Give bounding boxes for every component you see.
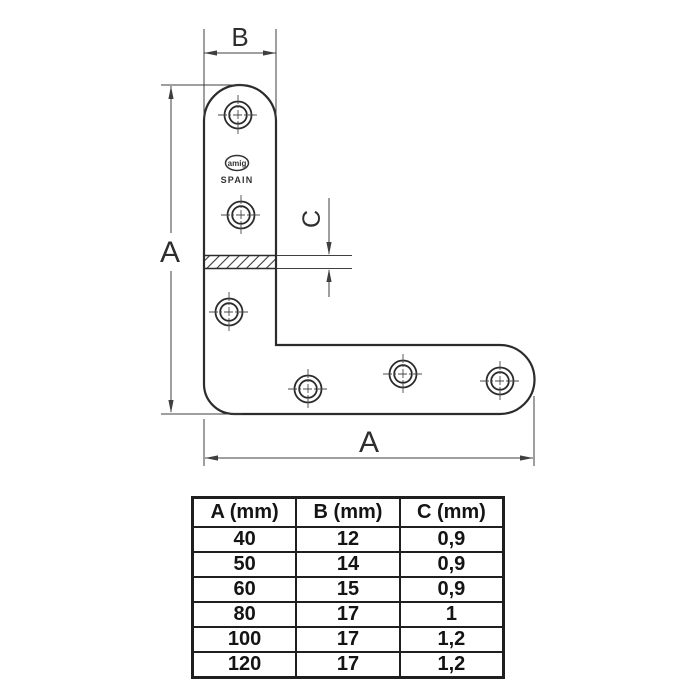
logo-brand-text: amig — [228, 159, 247, 168]
dimension-b — [203, 29, 277, 119]
table-header-row: A (mm) B (mm) C (mm) — [191, 496, 505, 528]
screw-hole — [383, 354, 423, 394]
cell-c: 0,9 — [398, 576, 505, 603]
cell-b: 12 — [295, 526, 401, 553]
cell-c: 0,9 — [398, 526, 505, 553]
dimensions-table: A (mm) B (mm) C (mm) 40 12 0,9 50 14 0,9… — [191, 496, 505, 679]
cell-b: 15 — [295, 576, 401, 603]
dim-label-a-horizontal: A — [359, 426, 379, 459]
table-row: 40 12 0,9 — [191, 526, 505, 553]
table-row: 60 15 0,9 — [191, 576, 505, 603]
cell-c: 1,2 — [398, 626, 505, 653]
screw-hole — [209, 292, 249, 332]
table-row: 120 17 1,2 — [191, 651, 505, 679]
dimension-c — [277, 198, 352, 297]
table-row: 100 17 1,2 — [191, 626, 505, 653]
table-header-a: A (mm) — [191, 496, 298, 528]
cell-a: 100 — [191, 626, 298, 653]
cell-b: 17 — [295, 626, 401, 653]
cell-b: 17 — [295, 651, 401, 679]
dim-label-c: C — [298, 210, 326, 228]
cell-c: 1,2 — [398, 651, 505, 679]
logo-country-text: SPAIN — [221, 175, 254, 185]
table-row: 50 14 0,9 — [191, 551, 505, 578]
cell-a: 80 — [191, 601, 298, 628]
screw-hole — [480, 361, 520, 401]
dim-label-a-vertical: A — [160, 236, 180, 269]
table-header-b: B (mm) — [295, 496, 401, 528]
screw-hole — [221, 195, 261, 235]
cell-a: 40 — [191, 526, 298, 553]
dimension-a-vertical — [161, 84, 245, 415]
screw-hole — [218, 95, 258, 135]
table-row: 80 17 1 — [191, 601, 505, 628]
section-hatch-band — [204, 254, 276, 270]
dimension-a-horizontal — [203, 396, 535, 466]
bracket-outline — [202, 83, 536, 416]
dim-label-b: B — [231, 22, 248, 52]
table-header-c: C (mm) — [398, 496, 505, 528]
cell-c: 1 — [398, 601, 505, 628]
cell-a: 120 — [191, 651, 298, 679]
cell-a: 50 — [191, 551, 298, 578]
cell-b: 17 — [295, 601, 401, 628]
cell-b: 14 — [295, 551, 401, 578]
amig-logo: amig SPAIN — [221, 154, 254, 185]
cell-c: 0,9 — [398, 551, 505, 578]
cell-a: 60 — [191, 576, 298, 603]
screw-hole — [288, 369, 328, 409]
